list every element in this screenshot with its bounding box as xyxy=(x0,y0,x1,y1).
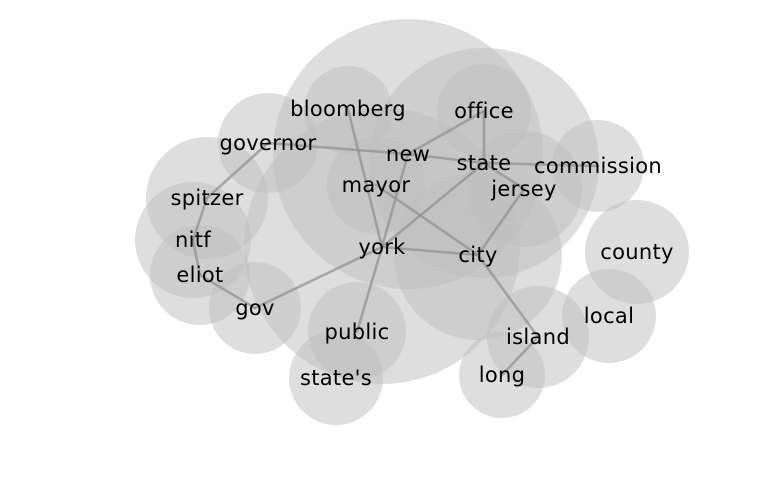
edge-york-city xyxy=(380,245,480,257)
label-nitf: nitf xyxy=(175,228,211,252)
label-governor: governor xyxy=(220,131,317,155)
edge-spitzer-nitf xyxy=(191,196,209,242)
bubble-local xyxy=(562,269,656,363)
label-jersey: jersey xyxy=(490,177,556,201)
label-city: city xyxy=(458,243,497,267)
label-public: public xyxy=(325,320,390,344)
edge-state-jersey xyxy=(482,161,526,191)
edge-york-state xyxy=(380,161,486,249)
edge-layer xyxy=(191,107,600,377)
label-state: state xyxy=(457,151,512,175)
edge-nitf-eliot xyxy=(191,238,202,277)
label-island: island xyxy=(506,325,570,349)
edge-york-bloomberg xyxy=(346,107,384,249)
label-gov: gov xyxy=(235,296,275,320)
label-states: state's xyxy=(300,366,372,390)
label-layer: york state city new mayor bloomberg office gove… xyxy=(170,97,673,390)
label-new: new xyxy=(386,142,430,166)
label-commission: commission xyxy=(534,154,662,178)
label-local: local xyxy=(584,304,634,328)
label-bloomberg: bloomberg xyxy=(290,97,406,121)
bubble-states xyxy=(289,331,383,425)
edge-island-long xyxy=(500,335,540,377)
label-county: county xyxy=(600,240,673,264)
edge-mayor-city xyxy=(374,183,480,257)
label-spitzer: spitzer xyxy=(170,186,243,210)
edge-city-jersey xyxy=(476,187,526,257)
edge-york-public xyxy=(355,245,384,334)
label-eliot: eliot xyxy=(176,263,223,287)
edge-new-governor xyxy=(266,141,410,156)
edge-state-commission xyxy=(482,161,600,168)
edge-york-new xyxy=(380,152,410,249)
label-york: york xyxy=(358,235,406,259)
edge-new-office xyxy=(406,109,486,156)
edge-york-gov xyxy=(253,245,384,310)
label-mayor: mayor xyxy=(342,173,411,197)
label-long: long xyxy=(479,363,526,387)
label-office: office xyxy=(454,99,514,123)
edge-new-state xyxy=(406,152,486,165)
edge-eliot-gov xyxy=(198,273,257,310)
edge-governor-spitzer xyxy=(205,141,270,200)
edge-city-island xyxy=(476,253,540,339)
